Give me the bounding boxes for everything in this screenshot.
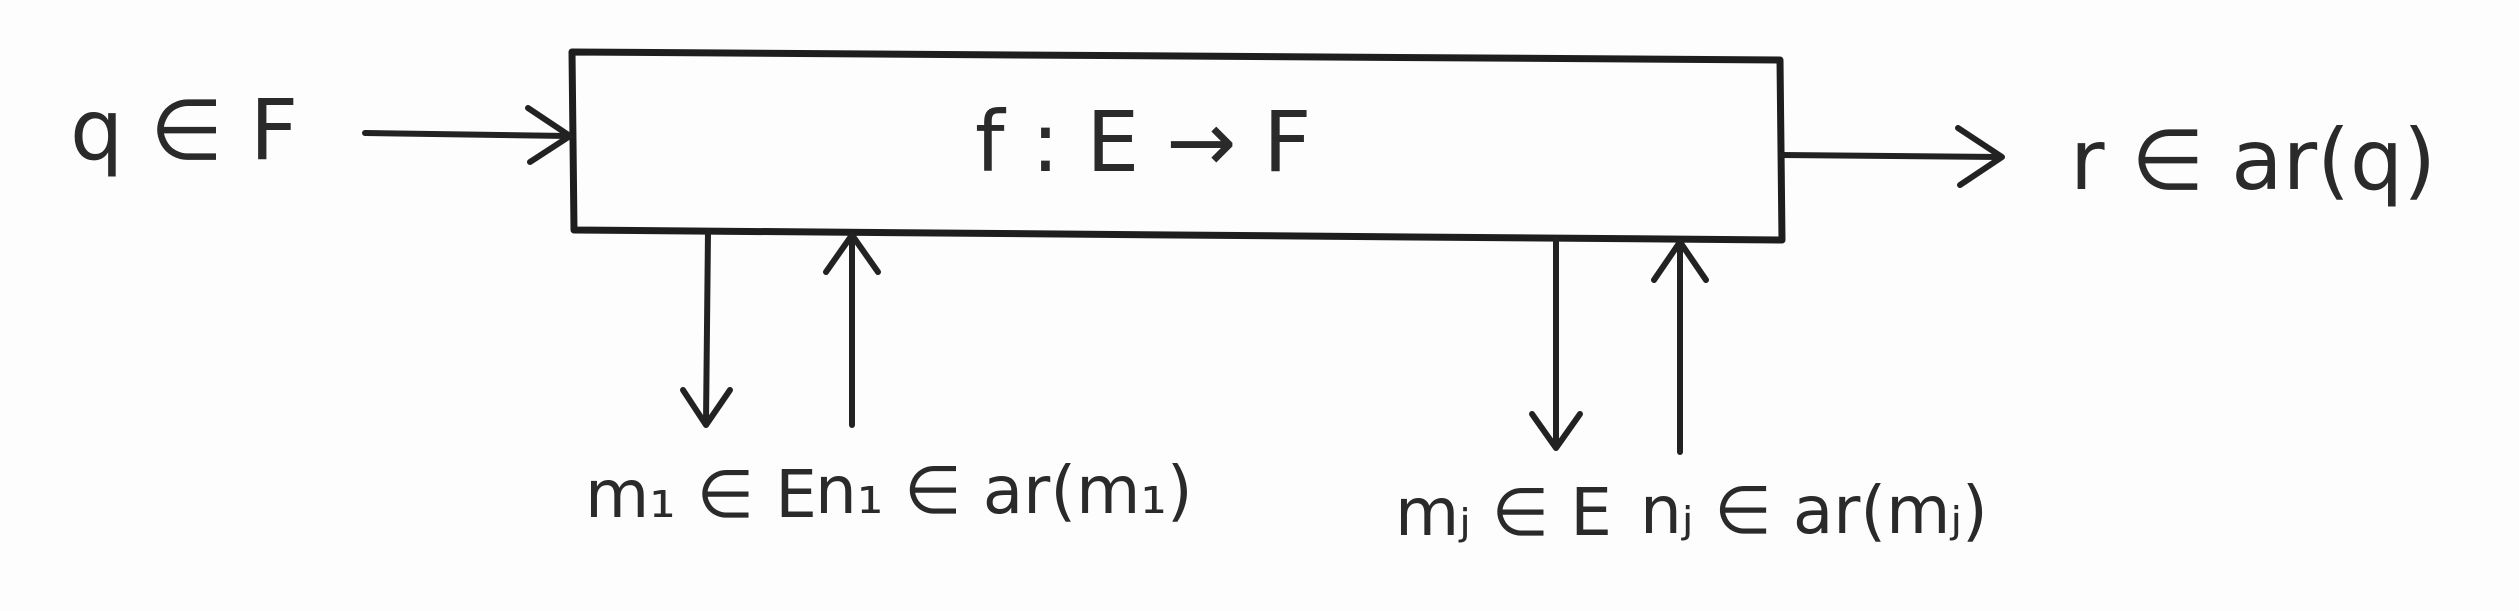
function-box bbox=[568, 48, 1786, 244]
call-1-answer-label: n₁ ∈ ar(m₁) bbox=[815, 452, 1193, 529]
input-arrow bbox=[362, 105, 573, 165]
call-j-query-arrow bbox=[1529, 237, 1583, 451]
call-1-answer-arrow bbox=[823, 232, 881, 428]
call-j-answer-arrow bbox=[1651, 239, 1709, 455]
output-arrow bbox=[1779, 125, 2005, 188]
call-j-query-label: mⱼ ∈ E bbox=[1395, 474, 1612, 551]
output-label: r ∈ ar(q) bbox=[2070, 111, 2436, 209]
input-label: q ∈ F bbox=[70, 81, 299, 179]
function-label: f : E → F bbox=[975, 93, 1312, 191]
call-1-query-label: m₁ ∈ E bbox=[585, 456, 817, 533]
call-1-query-arrow bbox=[680, 229, 733, 428]
call-j-answer-label: nⱼ ∈ ar(mⱼ) bbox=[1640, 472, 1988, 549]
